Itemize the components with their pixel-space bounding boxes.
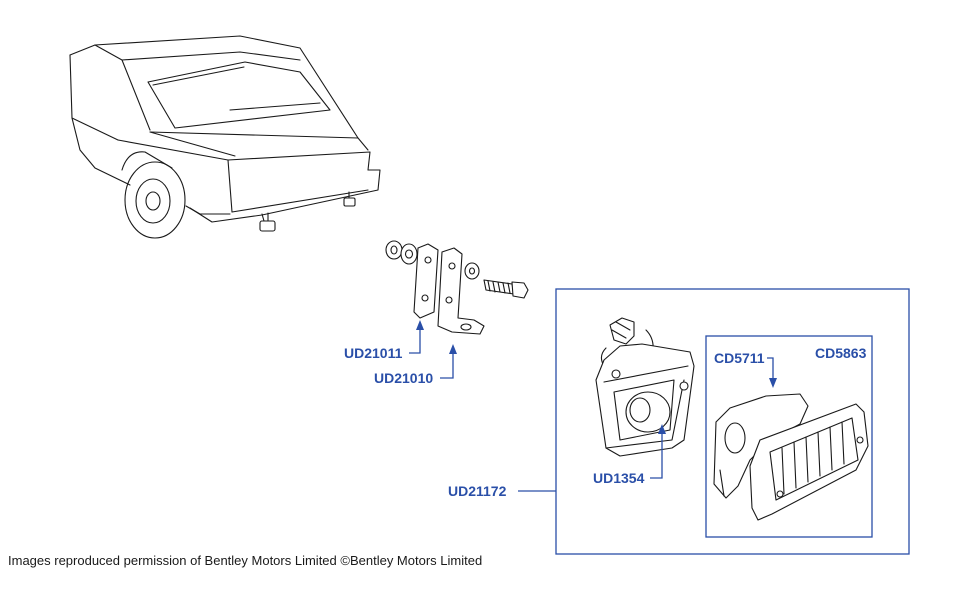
part-label-ud21172[interactable]: UD21172	[448, 483, 507, 499]
lamp-assembly-frame	[555, 288, 910, 555]
part-label-ud21010[interactable]: UD21010	[374, 370, 433, 386]
leader-lines	[409, 320, 777, 492]
car-rear-illustration	[69, 35, 381, 239]
part-label-ud1354[interactable]: UD1354	[593, 470, 645, 486]
lens-illustration	[713, 393, 869, 521]
mounting-brackets-illustration	[385, 240, 529, 335]
part-label-cd5711[interactable]: CD5711	[714, 350, 765, 366]
copyright-credit: Images reproduced permission of Bentley …	[8, 553, 483, 568]
lamp-housing-illustration	[595, 317, 695, 457]
part-label-cd5863[interactable]: CD5863	[815, 345, 867, 361]
lens-kit-frame	[705, 335, 873, 538]
part-label-ud21011[interactable]: UD21011	[344, 345, 403, 361]
